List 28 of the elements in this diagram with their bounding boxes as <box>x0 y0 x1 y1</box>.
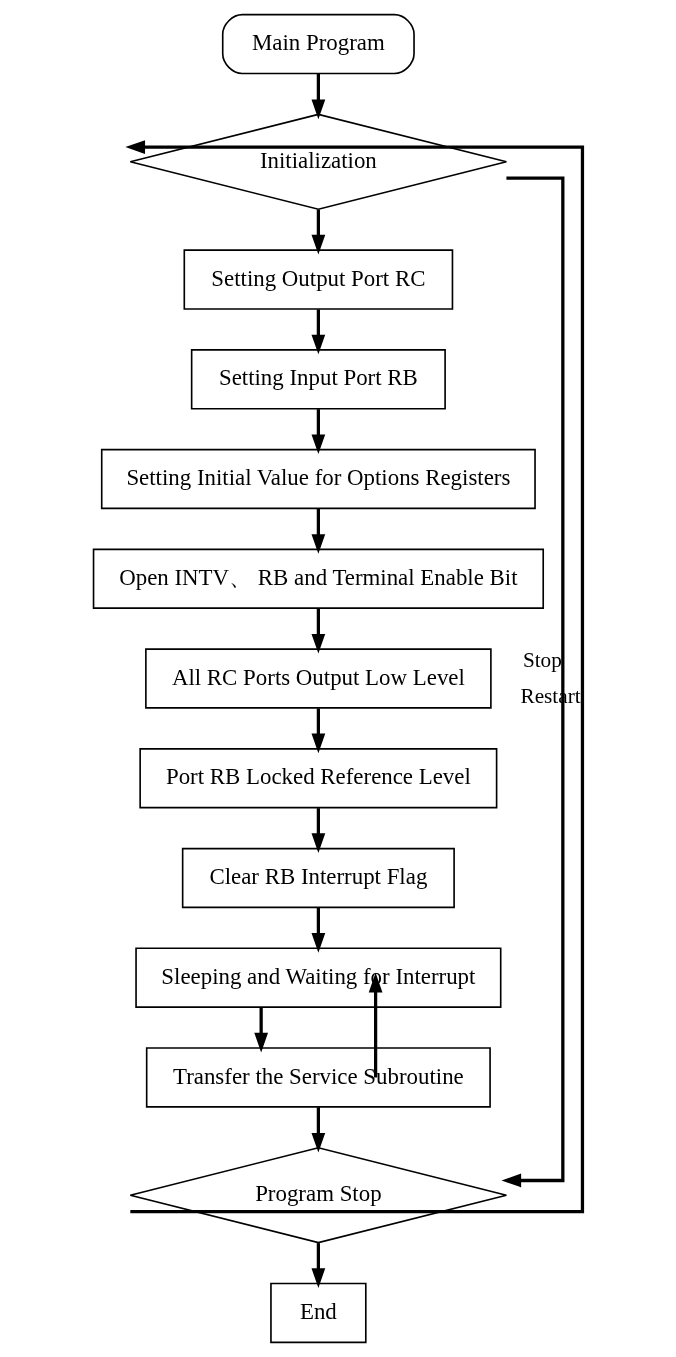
node-box: End <box>270 1282 367 1344</box>
node-diamond: Program Stop <box>129 1146 508 1244</box>
arrow <box>125 140 585 1214</box>
node-box: Clear RB Interrupt Flag <box>181 847 455 909</box>
node-box: Port RB Locked Reference Level <box>139 748 498 809</box>
arrow <box>311 73 326 120</box>
arrow <box>501 176 565 1188</box>
arrow <box>311 808 326 854</box>
node-diamond: Initialization <box>129 113 508 211</box>
node-box: Setting Input Port RB <box>190 349 446 410</box>
edge-label: Stop <box>522 647 562 672</box>
node-box: Setting Output Port RC <box>183 249 454 310</box>
node-box: Setting Initial Value for Options Registers <box>100 448 536 510</box>
arrow <box>311 1107 326 1153</box>
arrow <box>311 309 326 355</box>
arrow <box>311 907 326 953</box>
arrow <box>254 1007 269 1053</box>
node-box: All RC Ports Output Low Level <box>145 648 492 709</box>
node-box: Main Program <box>221 13 415 75</box>
node-box: Open INTV、 RB and Terminal Enable Bit <box>92 548 545 609</box>
arrow <box>311 708 326 754</box>
arrow <box>311 409 326 455</box>
arrow <box>368 972 383 1078</box>
arrow <box>311 508 326 554</box>
arrow <box>311 209 326 255</box>
arrow <box>311 608 326 654</box>
arrow <box>311 1243 326 1288</box>
node-box: Transfer the Service Subroutine <box>145 1047 491 1108</box>
